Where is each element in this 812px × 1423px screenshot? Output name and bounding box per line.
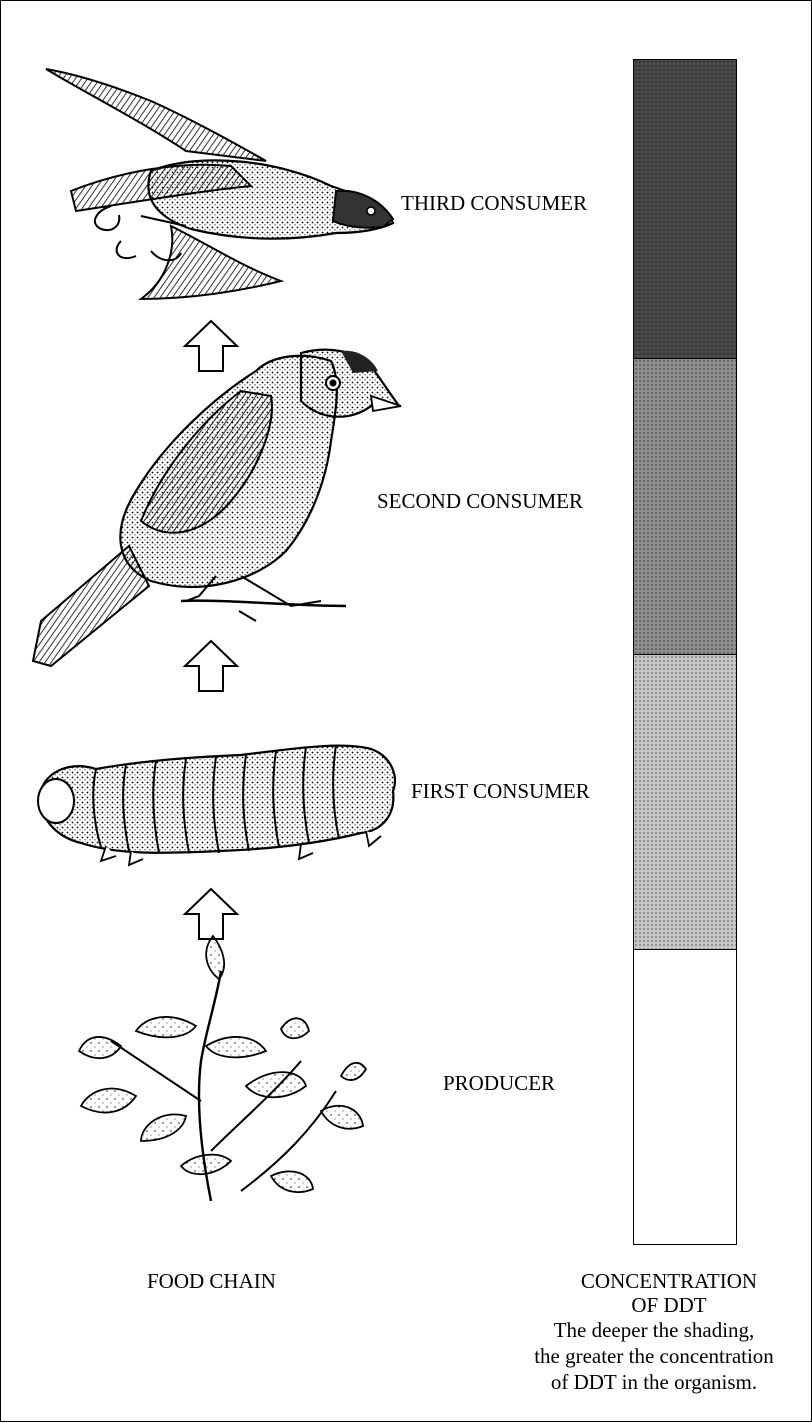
up-arrow-icon bbox=[185, 641, 237, 691]
shading-note-line3: of DDT in the organism. bbox=[489, 1369, 812, 1395]
ddt-caption-line2: OF DDT bbox=[519, 1293, 812, 1317]
ddt-segment-producer bbox=[634, 949, 736, 1245]
label-producer: PRODUCER bbox=[443, 1071, 555, 1096]
hawk-illustration bbox=[46, 69, 393, 299]
ddt-segment-third-consumer bbox=[634, 60, 736, 358]
up-arrow-icon bbox=[185, 321, 237, 371]
label-first-consumer: FIRST CONSUMER bbox=[411, 779, 590, 804]
up-arrow-icon bbox=[185, 889, 237, 939]
songbird-illustration bbox=[33, 350, 401, 666]
ddt-segment-first-consumer bbox=[634, 654, 736, 950]
shading-note: The deeper the shading, the greater the … bbox=[489, 1317, 812, 1395]
plant-illustration bbox=[79, 936, 366, 1201]
label-third-consumer: THIRD CONSUMER bbox=[401, 191, 587, 216]
food-chain-caption: FOOD CHAIN bbox=[147, 1269, 276, 1294]
ddt-caption-line1: CONCENTRATION bbox=[519, 1269, 812, 1293]
ddt-caption: CONCENTRATION OF DDT bbox=[519, 1269, 812, 1317]
shading-note-line1: The deeper the shading, bbox=[489, 1317, 812, 1343]
label-second-consumer: SECOND CONSUMER bbox=[377, 489, 583, 514]
shading-note-line2: the greater the concentration bbox=[489, 1343, 812, 1369]
caterpillar-illustration bbox=[38, 745, 395, 865]
ddt-segment-second-consumer bbox=[634, 358, 736, 655]
ddt-concentration-bar bbox=[633, 59, 737, 1245]
